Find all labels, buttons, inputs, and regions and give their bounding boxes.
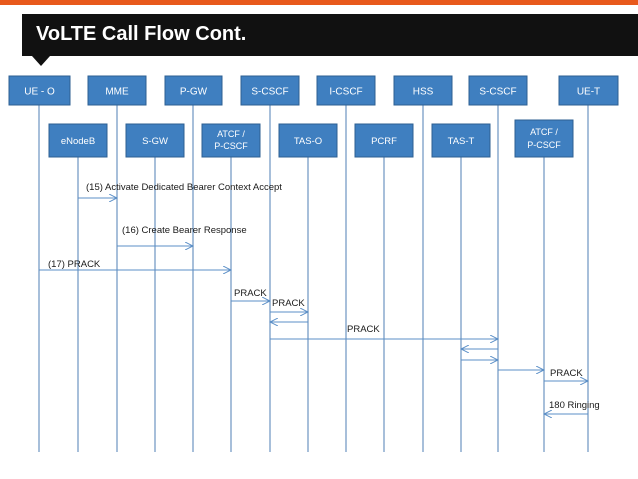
entity-label: TAS-O — [294, 136, 322, 147]
entity-enodeb: eNodeB — [48, 123, 108, 158]
entity-hss: HSS — [393, 75, 453, 106]
message-labels: (15) Activate Dedicated Bearer Context A… — [48, 182, 600, 411]
entity-label: P-GW — [180, 87, 208, 98]
label-m16: (16) Create Bearer Response — [122, 225, 247, 236]
entity-pcrf: PCRF — [354, 123, 414, 158]
entity-ue-o: UE - O — [8, 75, 71, 106]
entity-tas-o: TAS-O — [278, 123, 338, 158]
entity-label: UE - O — [24, 87, 55, 98]
entity-label-line1: ATCF / — [217, 129, 245, 139]
entity-tas-t: TAS-T — [431, 123, 491, 158]
entity-scscf-t: S-CSCF — [468, 75, 528, 106]
entity-label-line1: ATCF / — [530, 127, 558, 137]
entity-label-line2: P-CSCF — [214, 141, 248, 151]
accent-bar — [0, 0, 638, 5]
entity-atcf-t: ATCF / P-CSCF — [514, 119, 574, 158]
entity-ue-t: UE-T — [558, 75, 619, 106]
label-prack-2: PRACK — [272, 298, 305, 309]
entity-label: PCRF — [371, 136, 397, 147]
messages — [39, 198, 588, 414]
entity-sgw: S-GW — [125, 123, 185, 158]
label-prack-1: PRACK — [234, 288, 267, 299]
label-prack-4: PRACK — [550, 368, 583, 379]
entity-label: S-GW — [142, 136, 168, 147]
entity-icscf: I-CSCF — [316, 75, 376, 106]
page-title: VoLTE Call Flow Cont. — [36, 23, 247, 45]
label-180-ringing: 180 Ringing — [549, 400, 600, 411]
entity-label: I-CSCF — [329, 87, 362, 98]
entity-pgw: P-GW — [164, 75, 223, 106]
entity-label: UE-T — [577, 87, 600, 98]
label-m15: (15) Activate Dedicated Bearer Context A… — [86, 182, 282, 193]
entity-label: S-CSCF — [479, 87, 516, 98]
entity-scscf-o: S-CSCF — [240, 75, 300, 106]
label-prack-3: PRACK — [347, 324, 380, 335]
entity-mme: MME — [87, 75, 147, 106]
label-m17: (17) PRACK — [48, 259, 101, 270]
entity-label: HSS — [413, 87, 434, 98]
entity-label: MME — [105, 87, 129, 98]
entity-label: S-CSCF — [251, 87, 288, 98]
title-banner-notch — [32, 56, 50, 66]
entity-label: eNodeB — [61, 136, 95, 147]
entity-row-second: eNodeB S-GW ATCF / P-CSCF TAS-O PCRF TAS… — [48, 119, 574, 158]
title-banner — [22, 14, 638, 56]
entity-atcf-o: ATCF / P-CSCF — [201, 123, 261, 158]
entity-label-line2: P-CSCF — [527, 140, 561, 150]
entity-row-top: UE - O MME P-GW S-CSCF I-CSCF HSS S-CSCF — [8, 75, 619, 106]
lifelines — [38, 105, 589, 452]
entity-label: TAS-T — [448, 136, 475, 147]
